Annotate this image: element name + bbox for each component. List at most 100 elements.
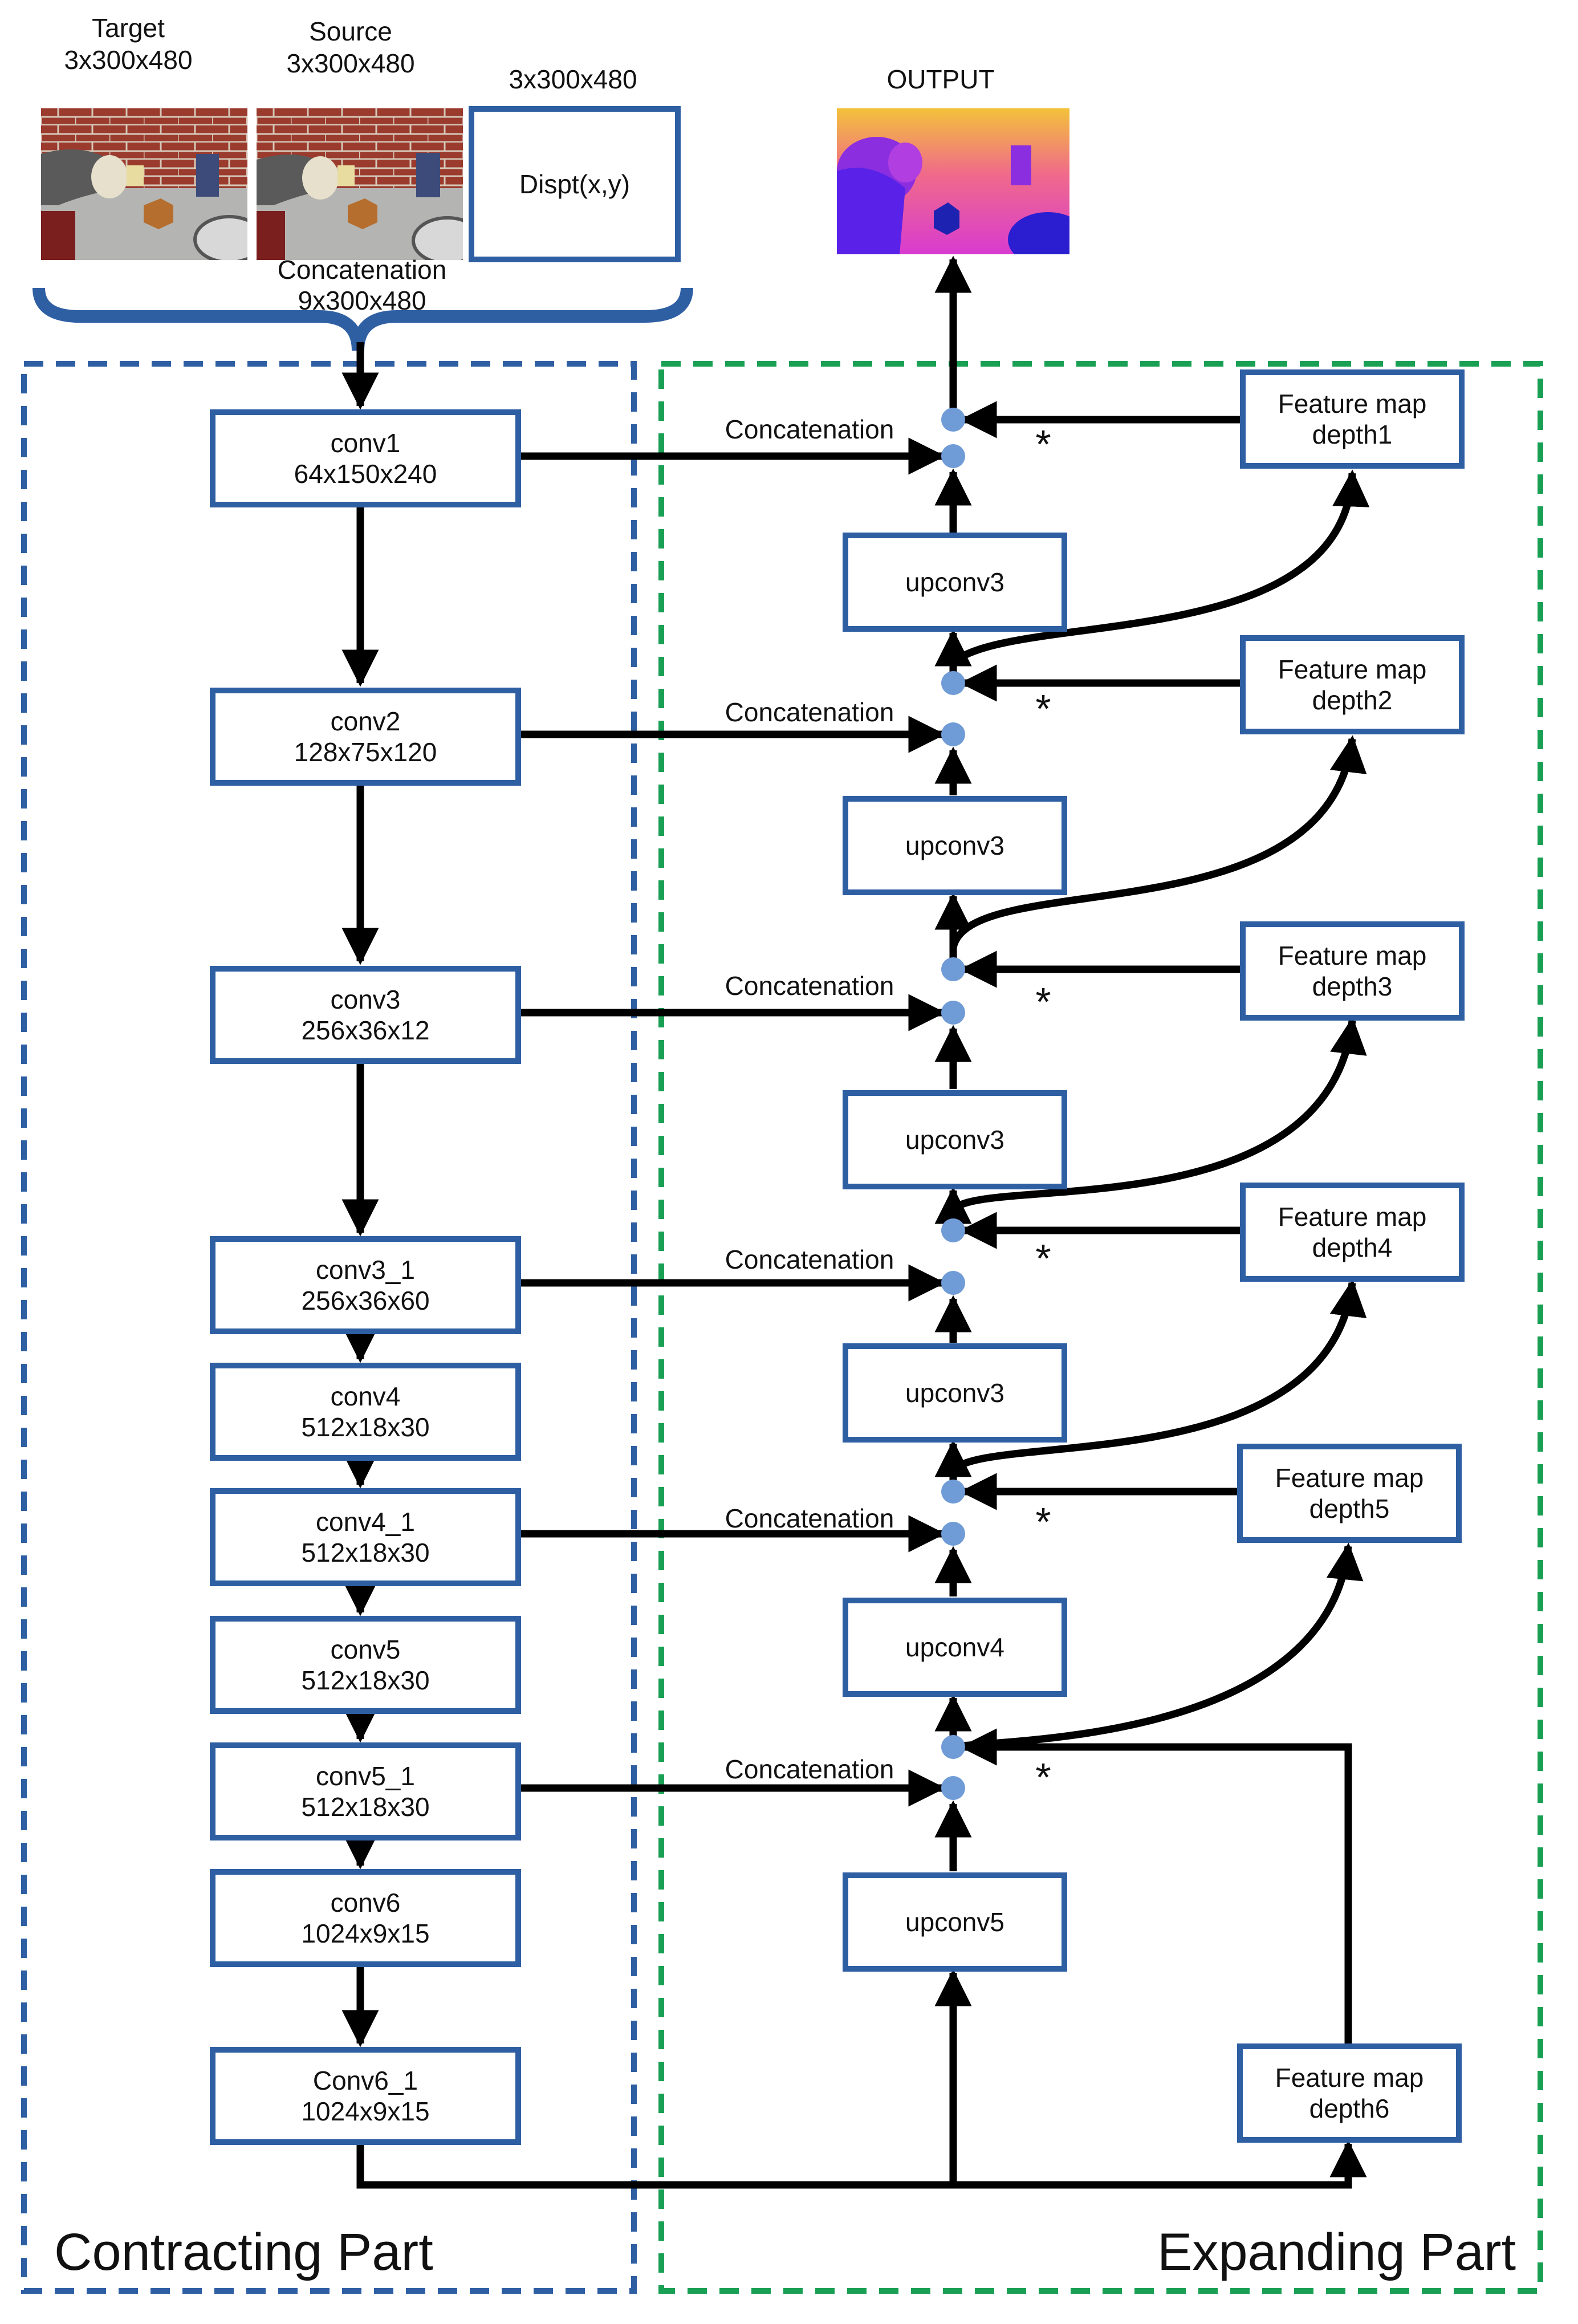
feature-map-depth-1: depth1 bbox=[1312, 420, 1393, 449]
feature-map-title-1: Feature map bbox=[1278, 389, 1427, 419]
node-top-5 bbox=[941, 1480, 965, 1504]
feature-map-box-6: Feature map depth6 bbox=[1237, 2043, 1462, 2143]
upconv-box-5: upconv4 bbox=[843, 1598, 1067, 1697]
conv3-1-box: conv3_1 256x36x60 bbox=[210, 1236, 521, 1334]
upconv-box-4: upconv3 bbox=[843, 1343, 1067, 1443]
source-image bbox=[257, 108, 463, 260]
conv4-box: conv4 512x18x30 bbox=[210, 1363, 521, 1461]
node-top-4 bbox=[941, 1218, 965, 1242]
upconv-label-5: upconv4 bbox=[905, 1632, 1004, 1662]
upconv-box-1: upconv3 bbox=[843, 533, 1067, 632]
conv2-box: conv2 128x75x120 bbox=[210, 688, 521, 786]
upconv-label-1: upconv3 bbox=[905, 567, 1004, 597]
skip-label-2: Concatenation bbox=[725, 697, 894, 727]
node-bottom-6 bbox=[941, 1776, 965, 1800]
feature-map-box-5: Feature map depth5 bbox=[1237, 1444, 1462, 1543]
curve-node2-fm1 bbox=[950, 469, 1370, 666]
concat-input-size: 9x300x480 bbox=[298, 286, 426, 315]
disp-size: 3x300x480 bbox=[509, 64, 637, 94]
feature-map-title-4: Feature map bbox=[1278, 1202, 1427, 1232]
conv5-1-name: conv5_1 bbox=[316, 1761, 415, 1791]
node-bottom-1 bbox=[941, 444, 965, 468]
source-size: 3x300x480 bbox=[286, 48, 415, 78]
node-top-2 bbox=[941, 671, 965, 695]
conv6-size: 1024x9x15 bbox=[301, 1919, 430, 1948]
upconv-box-6: upconv5 bbox=[843, 1872, 1067, 1972]
bottom-bus bbox=[356, 2144, 953, 2189]
feature-map-depth-3: depth3 bbox=[1312, 972, 1393, 1001]
conv3-1-size: 256x36x60 bbox=[301, 1286, 430, 1315]
conv4-size: 512x18x30 bbox=[301, 1412, 430, 1442]
feature-map-box-4: Feature map depth4 bbox=[1240, 1183, 1465, 1282]
target-title: Target bbox=[92, 13, 165, 43]
conv6-box: conv6 1024x9x15 bbox=[210, 1869, 521, 1967]
skip-label-1: Concatenation bbox=[725, 415, 894, 444]
upconv-label-4: upconv3 bbox=[905, 1378, 1004, 1408]
skip-label-5: Concatenation bbox=[725, 1504, 894, 1533]
conv3-box: conv3 256x36x12 bbox=[210, 966, 521, 1064]
feature-map-depth-5: depth5 bbox=[1309, 1494, 1390, 1523]
source-title: Source bbox=[309, 17, 392, 46]
feature-map-title-6: Feature map bbox=[1275, 2063, 1424, 2093]
curve-node5-fm4 bbox=[950, 1279, 1367, 1474]
feature-map-depth-4: depth4 bbox=[1312, 1233, 1393, 1262]
expanding-frame bbox=[658, 361, 1543, 2294]
node-top-1 bbox=[941, 408, 965, 432]
star-1: * bbox=[1035, 422, 1051, 466]
expanding-part-title: Expanding Part bbox=[1157, 2223, 1516, 2281]
node-bottom-5 bbox=[941, 1522, 965, 1546]
skip-label-4: Concatenation bbox=[725, 1245, 894, 1274]
feature-map-title-5: Feature map bbox=[1275, 1463, 1424, 1493]
conv5-size: 512x18x30 bbox=[301, 1665, 430, 1695]
conv2-name: conv2 bbox=[330, 706, 401, 736]
feature-map-title-3: Feature map bbox=[1278, 941, 1427, 970]
curve-node6-fm5 bbox=[952, 1542, 1364, 1751]
conv3-1-name: conv3_1 bbox=[316, 1255, 415, 1285]
feature-map-box-3: Feature map depth3 bbox=[1240, 921, 1465, 1021]
conv4-1-box: conv4_1 512x18x30 bbox=[210, 1488, 521, 1586]
curve-node4-fm3 bbox=[950, 1017, 1367, 1213]
arrow-bottom-fm6 bbox=[953, 2140, 1367, 2189]
conv3-size: 256x36x12 bbox=[301, 1015, 430, 1045]
conv1-name: conv1 bbox=[330, 428, 401, 458]
node-top-6 bbox=[941, 1735, 965, 1759]
target-image bbox=[41, 108, 247, 260]
feature-map-title-2: Feature map bbox=[1278, 655, 1427, 684]
feature-map-depth-2: depth2 bbox=[1312, 685, 1393, 715]
curve-node3-fm2 bbox=[949, 735, 1367, 949]
node-bottom-4 bbox=[941, 1271, 965, 1295]
star-4: * bbox=[1035, 1236, 1051, 1281]
node-bottom-2 bbox=[941, 722, 965, 746]
disparity-box: Dispt(x,y) bbox=[469, 106, 681, 262]
fm6-to-node bbox=[959, 1728, 1352, 2043]
conv2-size: 128x75x120 bbox=[294, 737, 437, 767]
conv1-box: conv1 64x150x240 bbox=[210, 409, 521, 507]
conv5-1-size: 512x18x30 bbox=[301, 1792, 430, 1822]
node-bottom-3 bbox=[941, 1001, 965, 1025]
upconv-label-6: upconv5 bbox=[905, 1907, 1004, 1937]
disparity-label: Dispt(x,y) bbox=[519, 169, 631, 199]
upconv-box-3: upconv3 bbox=[843, 1090, 1067, 1189]
conv5-box: conv5 512x18x30 bbox=[210, 1616, 521, 1714]
star-3: * bbox=[1035, 980, 1051, 1024]
upconv-label-3: upconv3 bbox=[905, 1125, 1004, 1155]
skip-label-6: Concatenation bbox=[725, 1754, 894, 1784]
upconv-box-2: upconv3 bbox=[843, 796, 1067, 895]
feature-map-box-1: Feature map depth1 bbox=[1240, 369, 1465, 469]
output-depth-image bbox=[837, 108, 1069, 254]
skip-label-3: Concatenation bbox=[725, 971, 894, 1001]
contracting-part-title: Contracting Part bbox=[54, 2223, 433, 2281]
conv6-1-size: 1024x9x15 bbox=[301, 2097, 430, 2126]
conv6-name: conv6 bbox=[330, 1888, 401, 1917]
star-6: * bbox=[1035, 1755, 1051, 1799]
contracting-frame bbox=[21, 361, 637, 2294]
output-label: OUTPUT bbox=[886, 64, 995, 94]
star-5: * bbox=[1035, 1500, 1051, 1544]
conv4-1-name: conv4_1 bbox=[316, 1507, 415, 1537]
node-top-3 bbox=[941, 957, 965, 981]
upconv-label-2: upconv3 bbox=[905, 831, 1004, 860]
concat-input-title: Concatenation bbox=[277, 255, 447, 285]
feature-map-depth-6: depth6 bbox=[1309, 2094, 1390, 2123]
